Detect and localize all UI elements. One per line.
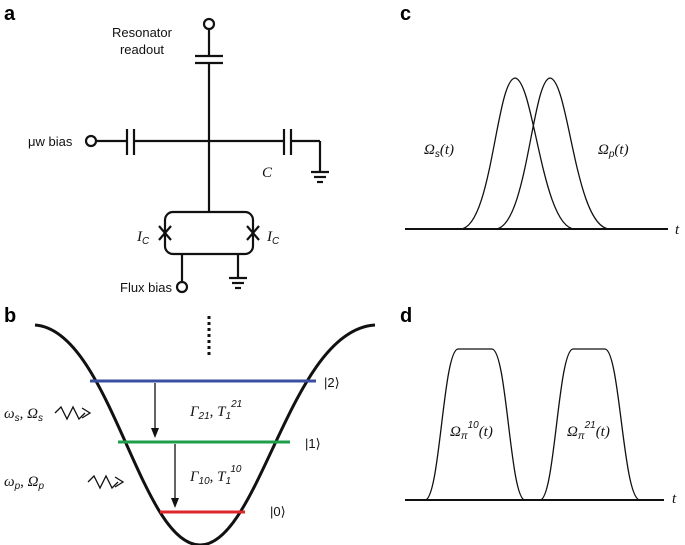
panel-letter-a: a bbox=[4, 3, 16, 25]
level-1-label: |1⟩ bbox=[305, 436, 321, 451]
flux-bias-terminal bbox=[175, 280, 189, 294]
ic-right-label: IC bbox=[266, 229, 280, 247]
readout-label: readout bbox=[120, 42, 164, 57]
josephson-junction-right bbox=[246, 225, 260, 241]
panel-letter-b: b bbox=[4, 305, 16, 327]
stokes-drive-label: ωs, Ωs bbox=[4, 406, 43, 424]
level-2-label: |2⟩ bbox=[324, 375, 340, 390]
pump-pulse-curve bbox=[494, 77, 611, 230]
panel-letter-c: c bbox=[400, 3, 411, 25]
resonator-terminal bbox=[202, 17, 216, 31]
ground-symbol-bottom bbox=[229, 276, 247, 290]
ic-left-label: IC bbox=[136, 229, 150, 247]
pi10-pulse-curve bbox=[424, 348, 526, 501]
stokes-pulse-curve bbox=[459, 77, 576, 230]
level-0-label: |0⟩ bbox=[270, 504, 286, 519]
ground-symbol-right bbox=[311, 170, 329, 184]
pi10-pulse-label: Ωπ10(t) bbox=[450, 420, 493, 442]
decay-10-label: Γ10, T110 bbox=[189, 464, 242, 487]
circuit-diagram: Resonator readout μw bias C IC IC Flux b… bbox=[28, 17, 329, 358]
flux-bias-label: Flux bias bbox=[120, 280, 173, 295]
pulse-plot-c: t Ωs(t) Ωp(t) bbox=[405, 77, 680, 238]
josephson-junction-left bbox=[158, 225, 172, 241]
squid-loop bbox=[163, 210, 255, 256]
uw-bias-terminal bbox=[84, 134, 98, 148]
pulse-plot-d: t Ωπ10(t) Ωπ21(t) bbox=[405, 348, 677, 507]
resonator-label: Resonator bbox=[112, 25, 173, 40]
pump-wave-arrow-icon bbox=[87, 474, 125, 490]
pi21-pulse-label: Ωπ21(t) bbox=[567, 420, 610, 442]
panel-letter-d: d bbox=[400, 305, 412, 327]
pump-pulse-label: Ωp(t) bbox=[598, 142, 629, 160]
pi21-pulse-curve bbox=[539, 348, 641, 501]
pump-drive-label: ωp, Ωp bbox=[4, 474, 45, 492]
capacitor-label: C bbox=[262, 165, 273, 181]
uw-bias-label: μw bias bbox=[28, 134, 73, 149]
decay-21-label: Γ21, T121 bbox=[189, 399, 242, 422]
time-axis-label-c: t bbox=[675, 222, 680, 238]
stokes-wave-arrow-icon bbox=[54, 405, 92, 421]
energy-level-diagram: |2⟩ |1⟩ |0⟩ Γ21, T121 Γ10, T110 ωs, Ωs ω… bbox=[4, 323, 376, 545]
stokes-pulse-label: Ωs(t) bbox=[424, 142, 454, 160]
time-axis-label-d: t bbox=[672, 491, 677, 507]
